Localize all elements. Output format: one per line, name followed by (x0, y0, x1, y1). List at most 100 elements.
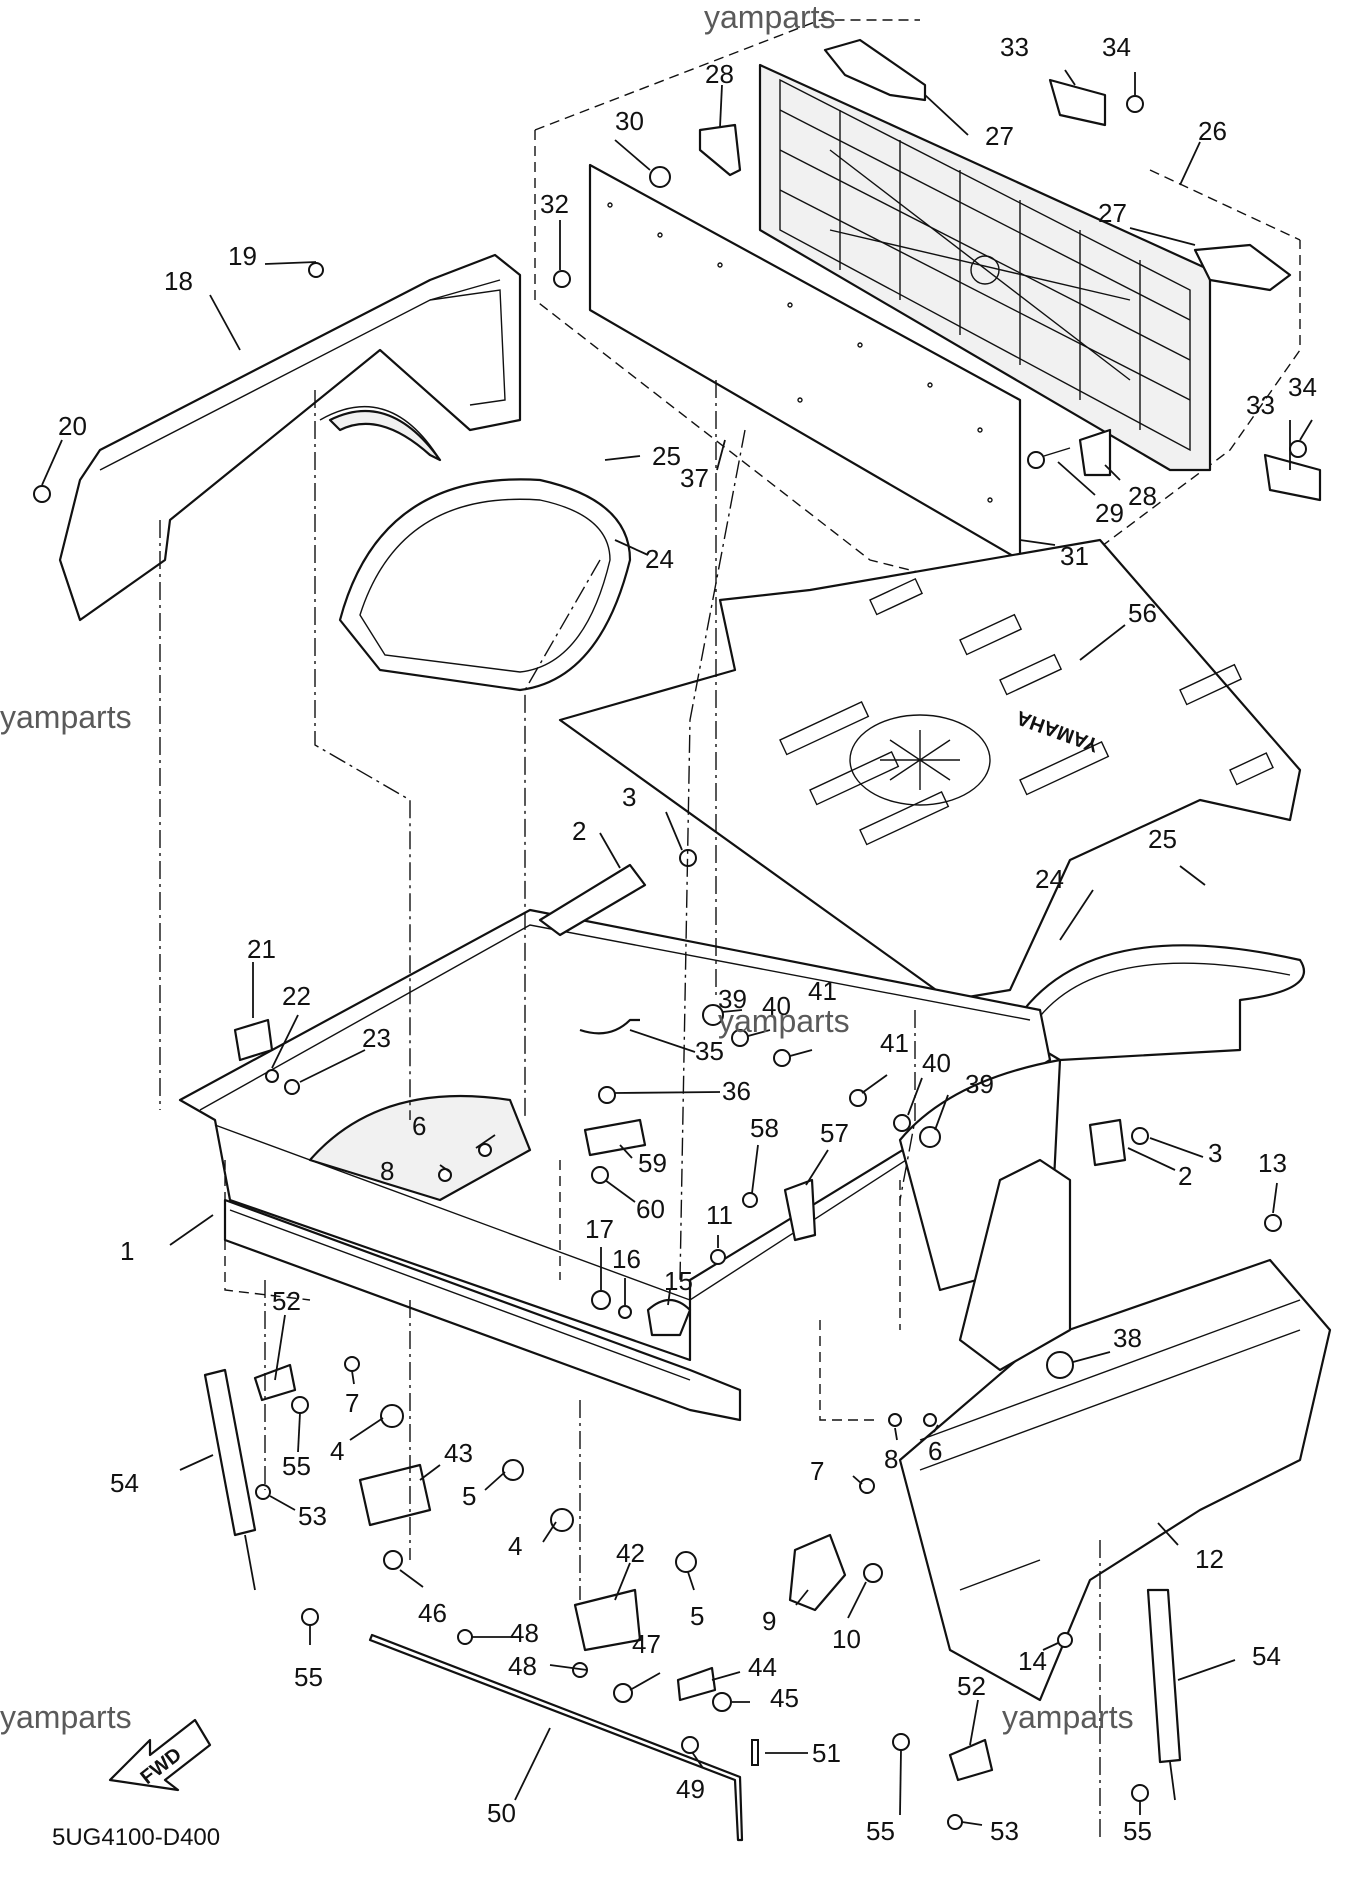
watermark-top: yamparts (704, 0, 836, 35)
callout-numbers: 1 2 2 3 3 4 4 5 5 6 6 7 7 8 8 9 10 11 12… (58, 32, 1317, 1846)
lock-rod (368, 1633, 744, 1842)
screw-32 (553, 270, 571, 288)
nut-55-b (301, 1608, 319, 1626)
callout-11: 11 (706, 1200, 733, 1230)
callout-7b: 7 (810, 1456, 824, 1486)
callout-9: 9 (762, 1606, 776, 1636)
callout-40b: 40 (922, 1048, 951, 1078)
hinge-plate-upper (1048, 78, 1107, 127)
callout-8b: 8 (884, 1444, 898, 1474)
hinge-bracket-upper (698, 123, 742, 177)
callout-53: 53 (298, 1501, 327, 1531)
callout-6: 6 (412, 1111, 426, 1141)
callout-48: 48 (510, 1618, 539, 1648)
bracket-59 (583, 1118, 647, 1157)
screw-34-right (1289, 440, 1307, 458)
callout-6b: 6 (928, 1436, 942, 1466)
plate-2-left (538, 863, 647, 937)
callout-25: 25 (652, 441, 681, 471)
collar-39-left (702, 1004, 724, 1026)
bolt-58 (742, 1192, 758, 1208)
callout-21: 21 (247, 934, 276, 964)
callout-20: 20 (58, 411, 87, 441)
bolt-36 (598, 1086, 616, 1104)
watermark-center: yamparts (718, 1003, 850, 1039)
callout-54b: 54 (1252, 1641, 1281, 1671)
callout-52: 52 (272, 1286, 301, 1316)
plate-2-right (1088, 1118, 1127, 1167)
callout-26: 26 (1198, 116, 1227, 146)
washer-40-right (893, 1114, 911, 1132)
callout-2b: 2 (1178, 1161, 1192, 1191)
callout-18: 18 (164, 266, 193, 296)
spring-46 (383, 1550, 403, 1570)
callout-14: 14 (1018, 1646, 1047, 1676)
callout-27b: 27 (1098, 198, 1127, 228)
bracket-21 (233, 1018, 274, 1062)
callout-10: 10 (832, 1624, 861, 1654)
bolt-30 (649, 166, 671, 188)
callout-33: 33 (1000, 32, 1029, 62)
pin-6-right (923, 1413, 937, 1427)
bolt-3-right (1131, 1127, 1149, 1145)
watermark-bottom-left: yamparts (0, 1699, 132, 1735)
watermarks: yamparts yamparts yamparts yamparts yamp… (0, 0, 1134, 1735)
hook-15 (646, 1298, 692, 1337)
bracket-44 (676, 1666, 717, 1702)
callout-55: 55 (282, 1451, 311, 1481)
callout-32: 32 (540, 189, 569, 219)
bracket-57 (783, 1178, 817, 1242)
callout-38: 38 (1113, 1323, 1142, 1353)
mount-5-right (675, 1551, 697, 1573)
nut-17 (591, 1290, 611, 1310)
washer-7-left (344, 1356, 360, 1372)
bolt-53-left (255, 1484, 271, 1500)
mount-38 (1046, 1351, 1074, 1379)
callout-47: 47 (632, 1629, 661, 1659)
callout-22: 22 (282, 981, 311, 1011)
callout-48b: 48 (508, 1651, 537, 1681)
tailgate-group (534, 19, 1322, 601)
callout-55d: 55 (1123, 1816, 1152, 1846)
callout-36: 36 (722, 1076, 751, 1106)
collar-39-right (919, 1126, 941, 1148)
callout-60: 60 (636, 1194, 665, 1224)
callout-58: 58 (750, 1113, 779, 1143)
callout-34b: 34 (1288, 372, 1317, 402)
callout-30: 30 (615, 106, 644, 136)
bolt-10 (863, 1563, 883, 1583)
wheel-well-cover-left (338, 478, 632, 692)
cable-35 (579, 1018, 640, 1035)
washer-7-right (859, 1478, 875, 1494)
reference-lines (159, 380, 1101, 1840)
callout-59: 59 (638, 1148, 667, 1178)
callout-28b: 28 (1128, 481, 1157, 511)
bolt-60 (591, 1166, 609, 1184)
callout-24: 24 (645, 544, 674, 574)
tailgate-panel (758, 63, 1212, 472)
callout-39b: 39 (965, 1069, 994, 1099)
wheel-well-cover-right (1008, 944, 1306, 1062)
pin-51 (751, 1739, 759, 1766)
callout-56: 56 (1128, 598, 1157, 628)
callout-28: 28 (705, 59, 734, 89)
callout-12: 12 (1195, 1544, 1224, 1574)
callout-15: 15 (664, 1266, 693, 1296)
callout-42: 42 (616, 1538, 645, 1568)
bolt-53-right (947, 1814, 963, 1830)
nut-55-c (892, 1733, 910, 1751)
hinge-bracket-lower (1078, 428, 1112, 477)
pin-6-left (478, 1143, 492, 1157)
front-panel (33, 253, 522, 622)
callout-4b: 4 (508, 1531, 522, 1561)
bracket-52-left (253, 1363, 297, 1402)
callout-53b: 53 (990, 1816, 1019, 1846)
leader-lines (41, 69, 1313, 1826)
bolt-41-right (849, 1089, 867, 1107)
mount-4-left (380, 1404, 404, 1428)
hinge-plate-right (1263, 453, 1322, 502)
callout-41: 41 (808, 976, 837, 1006)
bracket-9 (788, 1533, 847, 1612)
callout-39: 39 (718, 984, 747, 1014)
